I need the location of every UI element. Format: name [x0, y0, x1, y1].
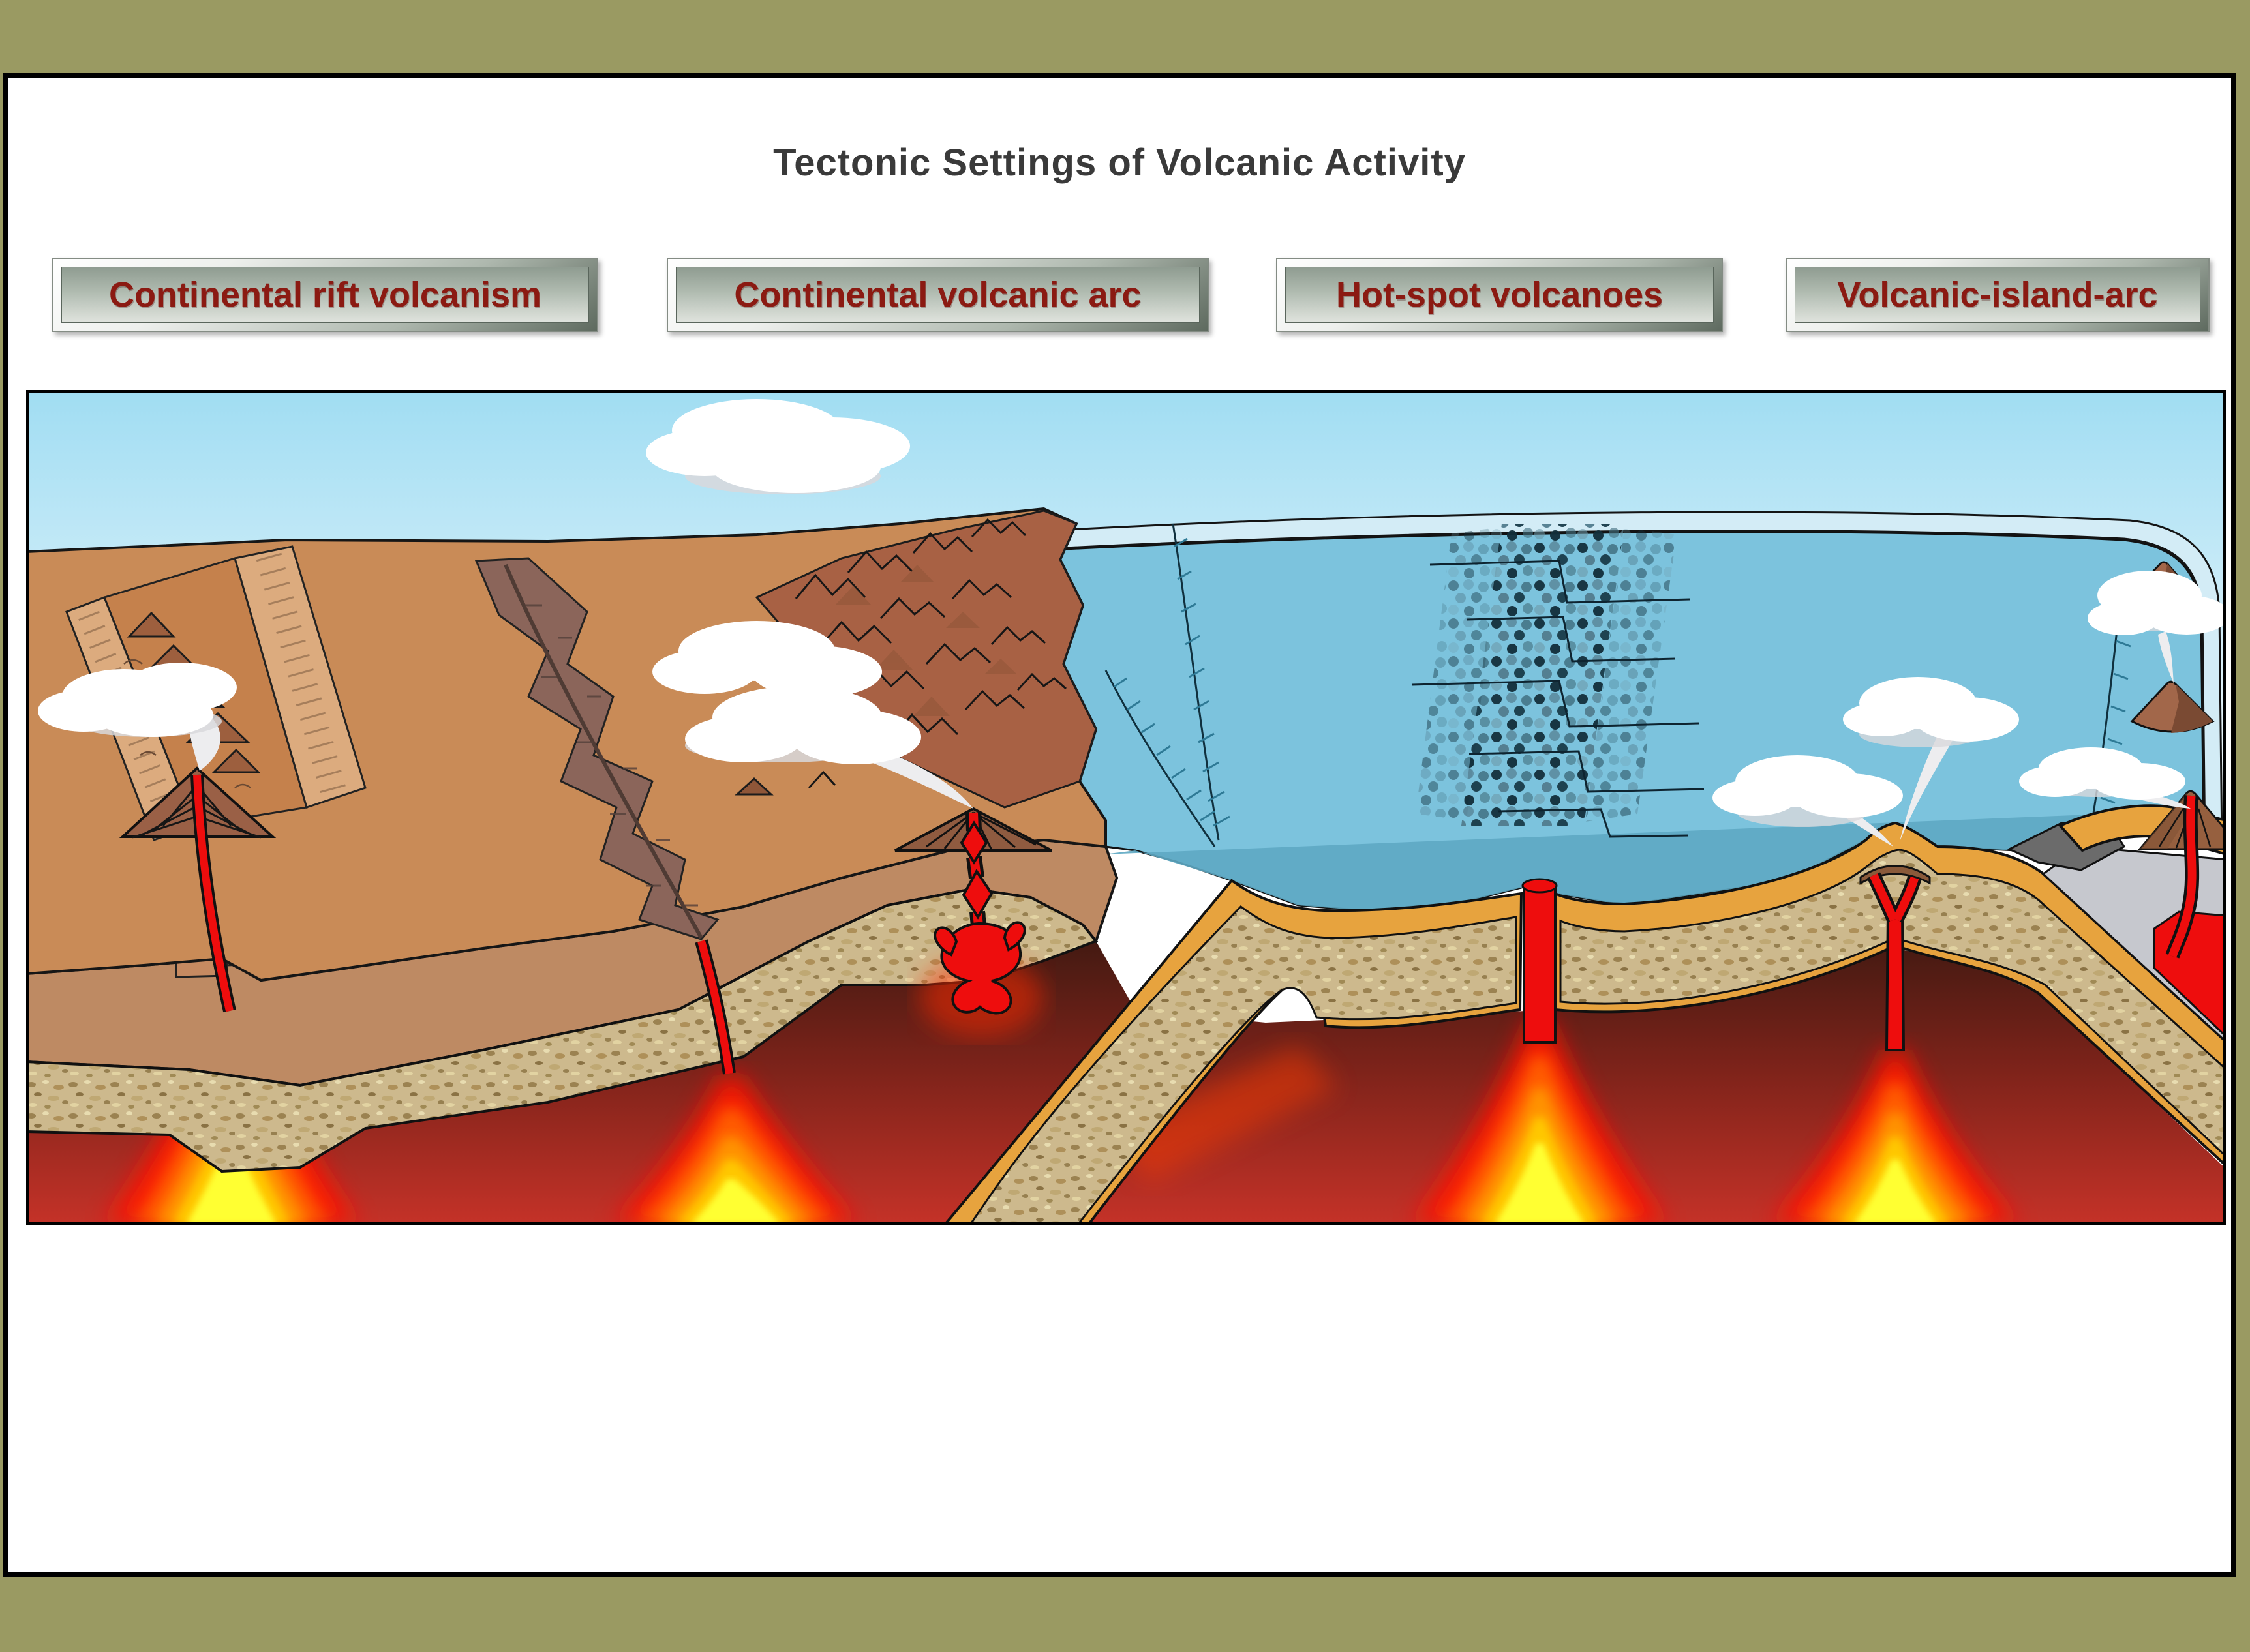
mid-ocean-ridge-pattern: [1411, 524, 1705, 838]
tectonic-settings-diagram: [25, 390, 2230, 1226]
button-label[interactable]: Continental rift volcanism: [61, 267, 589, 323]
button-volcanic-island-arc[interactable]: Volcanic-island-arc: [1786, 258, 2210, 332]
button-label[interactable]: Continental volcanic arc: [676, 267, 1200, 323]
cloud-arc-volcano: [652, 621, 973, 809]
button-label[interactable]: Hot-spot volcanoes: [1285, 267, 1714, 323]
ocean-foreground-water: [1104, 810, 2204, 910]
river-valley: [474, 557, 720, 940]
mantle-plumes: [104, 1015, 2019, 1225]
plume-under-hot-spot: [1771, 1050, 2019, 1225]
button-label[interactable]: Volcanic-island-arc: [1795, 267, 2200, 323]
oceanic-plate-right: [1554, 821, 2228, 1169]
volcanic-arc-mountains: [715, 509, 1097, 852]
button-hot-spot-volcanoes[interactable]: Hot-spot volcanoes: [1276, 258, 1723, 332]
continental-surface: [25, 507, 1107, 982]
content-panel: Tectonic Settings of Volcanic Activity C…: [3, 73, 2236, 1577]
subduction-melt-glow: [1109, 1045, 1337, 1182]
plume-under-rift-2: [613, 1076, 858, 1225]
button-continental-volcanic-arc[interactable]: Continental volcanic arc: [667, 258, 1209, 332]
button-continental-rift-volcanism[interactable]: Continental rift volcanism: [52, 258, 598, 332]
river: [504, 563, 703, 939]
plume-under-ridge: [1412, 1019, 1667, 1225]
hot-spot-conduit: [1859, 865, 1931, 1051]
magma-systems: [190, 774, 1043, 1075]
diagram-frame: [26, 390, 2226, 1225]
arc-magma-conduit-and-chamber: [919, 812, 1043, 1037]
transform-fault-lines: [1411, 560, 1705, 838]
continental-lithosphere: [25, 887, 1099, 1173]
cloud-sky-top: [646, 399, 910, 494]
oceanic-plate-left: [941, 879, 1523, 1226]
mid-ocean-ridge-dike: [1521, 878, 1558, 1044]
cloud-rift: [38, 663, 237, 771]
cloud-hot-spot-steam: [1712, 677, 2019, 847]
cloud-island-steam: [2019, 571, 2230, 809]
page-title: Tectonic Settings of Volcanic Activity: [773, 142, 1466, 184]
